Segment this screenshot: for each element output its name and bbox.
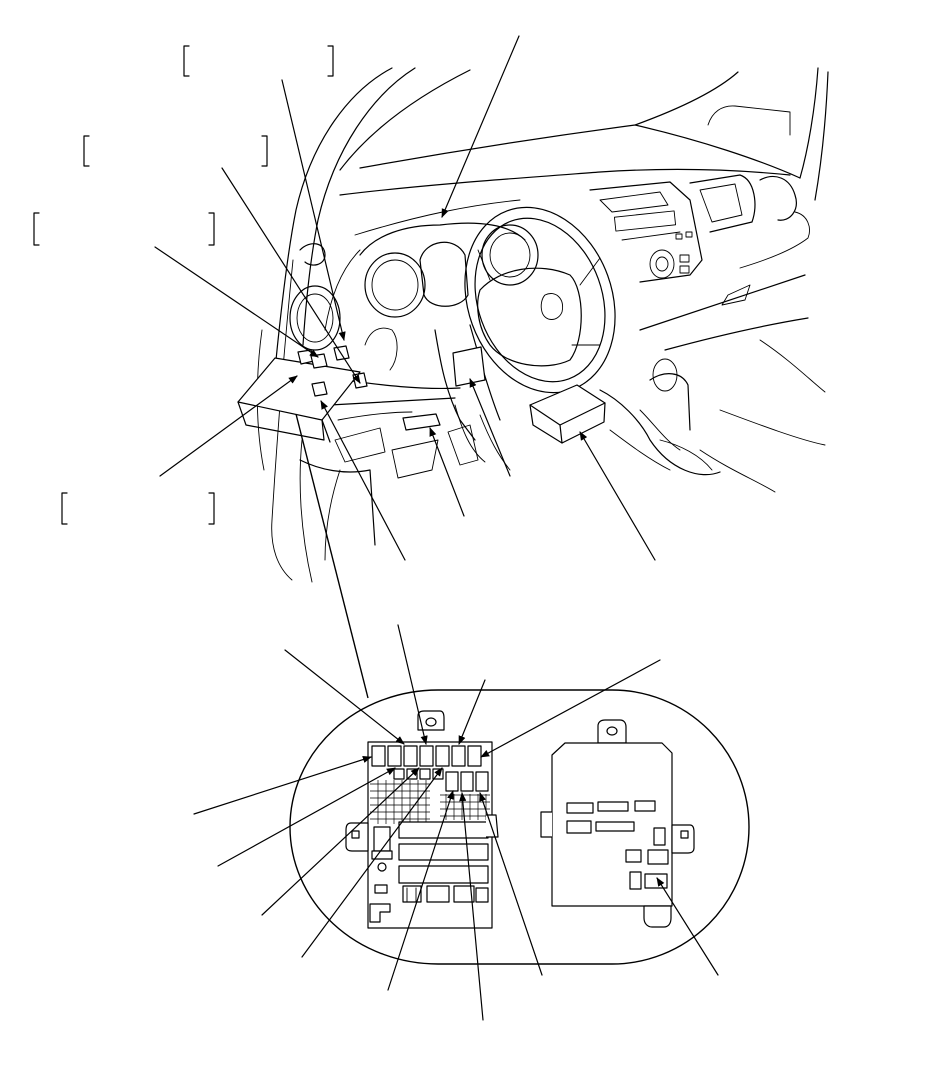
bracket-label-3	[33, 212, 215, 246]
bracket-label-2	[83, 135, 268, 167]
callout-line-16	[261, 767, 420, 916]
callout-line-03	[221, 167, 361, 384]
callout-line-18	[387, 790, 454, 991]
bracket-label-1	[183, 45, 334, 77]
callout-line-09	[579, 431, 656, 561]
callout-line-13	[480, 659, 661, 758]
callout-line-10	[284, 649, 405, 745]
control-unit-box	[540, 719, 695, 928]
callout-line-06	[320, 400, 406, 561]
callout-line-15	[217, 767, 396, 867]
bracket-label-4	[61, 492, 215, 525]
callout-line-05	[159, 375, 298, 477]
callout-line-14	[193, 756, 372, 815]
callout-line-04	[154, 246, 319, 358]
callout-line-17	[301, 767, 443, 958]
callout-leaders	[154, 35, 719, 1021]
callout-line-02	[281, 79, 346, 341]
callout-line-21	[656, 877, 719, 976]
callout-line-20	[479, 792, 543, 976]
callout-line-19	[459, 792, 484, 1021]
callout-line-07	[429, 427, 465, 517]
callout-line-11	[397, 624, 428, 745]
callout-line-01	[441, 35, 520, 218]
callout-line-08	[469, 378, 511, 477]
dashboard-illustration	[237, 67, 829, 583]
callout-line-12	[458, 679, 486, 745]
under-dash-fuse-relay-box	[345, 710, 499, 929]
fuse-box-detail-inset	[289, 413, 750, 965]
